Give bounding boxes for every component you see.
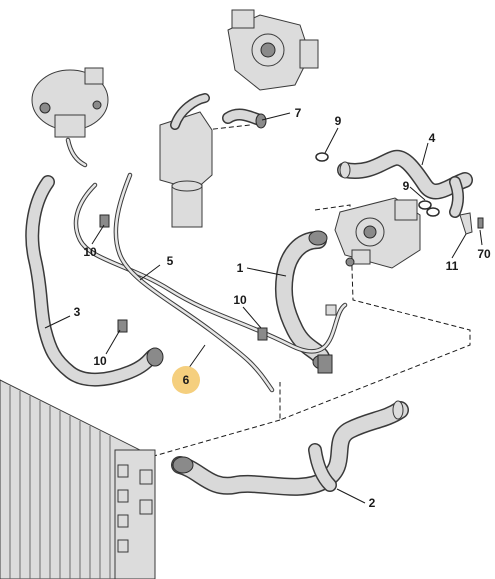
water-pump-housing — [227, 9, 319, 91]
dashed-line-radiator — [139, 419, 281, 461]
o-rings — [315, 152, 440, 217]
callout-3: 3 — [74, 305, 81, 319]
callout-9-right: 9 — [403, 179, 410, 193]
leader-lines — [44, 112, 483, 504]
callout-1: 1 — [237, 261, 244, 275]
clip-10-upper — [99, 214, 110, 228]
thermostat-housing — [334, 197, 421, 269]
o-ring-top — [315, 152, 329, 162]
callout-10-upper: 10 — [83, 245, 97, 259]
pipe-5 — [73, 182, 348, 354]
callout-10-middle: 10 — [233, 293, 247, 307]
callout-70: 70 — [477, 247, 491, 261]
callout-9-top: 9 — [335, 114, 342, 128]
o-ring-2 — [426, 207, 440, 217]
callout-7: 7 — [295, 106, 302, 120]
bracket-and-bolt — [459, 212, 484, 235]
callout-6: 6 — [183, 373, 190, 387]
callout-10-lower: 10 — [93, 354, 107, 368]
callouts: 1 2 3 4 5 6 7 9 9 10 10 10 11 70 — [74, 106, 491, 510]
oil-cooler — [159, 93, 213, 228]
callout-4: 4 — [429, 131, 436, 145]
highlight-badge — [172, 366, 200, 394]
expansion-tank — [31, 67, 109, 138]
clip-10-lower — [117, 319, 128, 333]
hose-4 — [337, 149, 473, 218]
bolt-70 — [477, 217, 484, 229]
hose-7 — [222, 108, 267, 129]
radiator — [0, 379, 156, 579]
hose-3 — [25, 175, 164, 387]
bracket-11 — [459, 212, 473, 235]
clip-10-middle — [257, 327, 268, 341]
callout-11: 11 — [446, 259, 459, 273]
o-ring-1 — [418, 200, 432, 210]
hose-2 — [171, 400, 409, 496]
callout-2: 2 — [369, 496, 376, 510]
clips — [99, 214, 337, 374]
callout-5: 5 — [167, 254, 174, 268]
dashed-line-thermostat-frame — [279, 204, 471, 421]
pipe-6 — [65, 137, 275, 393]
